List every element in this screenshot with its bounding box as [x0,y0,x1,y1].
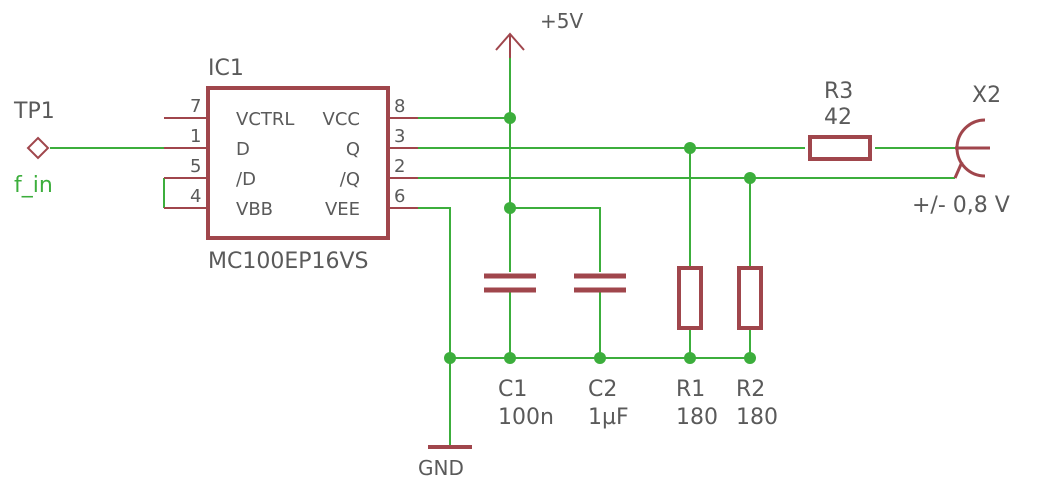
c2-value: 1µF [588,405,629,430]
junctions [444,112,756,364]
ic1-body [206,86,390,240]
ic1-pin-number: 5 [190,156,201,177]
c1-value: 100n [498,405,554,430]
c2-name: C2 [588,377,617,402]
capacitor-c1: C1 100n [484,273,554,430]
r3-value: 42 [824,105,852,130]
r1-value: 180 [676,405,718,430]
capacitor-c2: C2 1µF [574,273,629,430]
ic1-pin-name: /Q [340,169,360,190]
junction-dot [744,172,756,184]
resistor-body [677,266,703,330]
resistor-body [737,266,763,330]
junction-dot [684,142,696,154]
ic1-pin-number: 8 [394,96,405,117]
ic1-name: IC1 [208,56,244,81]
ic1-pin-number: 3 [394,126,405,147]
ic1-pin-number: 7 [190,96,201,117]
r1-name: R1 [676,377,705,402]
junction-dot [504,112,516,124]
ic1-pin-name: VCTRL [236,109,294,130]
ic1-pin-number: 1 [190,126,201,147]
x2-name: X2 [972,83,1001,108]
junction-dot [504,352,516,364]
tp1: TP1 f_in [13,99,55,198]
junction-dot [594,352,606,364]
connector-x2: X2 +/- 0,8 V [912,83,1010,218]
supply-5v: +5V [495,9,583,58]
resistor-r1: R1 180 [676,266,718,430]
tp1-label: TP1 [13,99,55,124]
testpoint-diamond-icon [26,136,50,160]
ic1-pin-number: 6 [394,186,405,207]
ic1-pin-name: VCC [323,109,360,130]
net-label-f-in: f_in [14,173,53,198]
wire-vee [418,207,451,447]
resistor-r3: R3 42 [808,79,872,161]
ground-label: GND [418,456,464,480]
ground-symbol: GND [418,445,472,480]
r2-name: R2 [736,377,765,402]
x2-note: +/- 0,8 V [912,193,1010,218]
junction-dot [684,352,696,364]
supply-label: +5V [540,9,583,33]
ic1: IC1 MC100EP16VS 7 1 5 4 VCTRL D /D VBB 8… [164,56,418,274]
r3-name: R3 [824,79,853,104]
c1-name: C1 [498,377,527,402]
ic1-pin-name: VEE [325,199,360,220]
resistor-r2: R2 180 [736,266,778,430]
junction-dot [444,352,456,364]
junction-dot [744,352,756,364]
r2-value: 180 [736,405,778,430]
ic1-pin-name: Q [346,139,360,160]
junction-dot [504,202,516,214]
ic1-value: MC100EP16VS [208,249,369,274]
resistor-body [808,135,872,161]
coax-shield-pin [953,161,964,179]
ic1-pin-name: VBB [236,199,273,220]
ic1-pin-number: 4 [190,186,201,207]
ic1-pin-name: D [236,139,250,160]
ic1-pin-number: 2 [394,156,405,177]
wire-c2-top [510,207,601,272]
ic1-pin-name: /D [236,169,256,190]
